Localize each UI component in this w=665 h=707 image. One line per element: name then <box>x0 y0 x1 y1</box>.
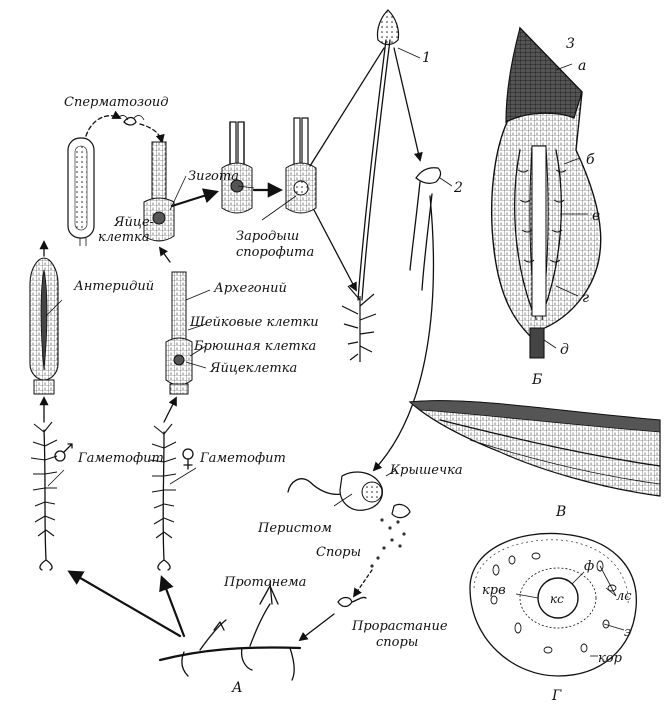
male-symbol-icon <box>54 443 73 462</box>
zygote-archegonium-drawing <box>221 121 253 214</box>
arrow-sporophyte-to-capsule <box>393 47 423 162</box>
label-gametophyte-female: Гаметофит <box>199 451 286 466</box>
capsule-label-g: г <box>582 290 589 306</box>
capsule-label-d: д <box>560 342 569 358</box>
label-ventral-cell: Брюшная клетка <box>193 339 316 354</box>
label-lid: Крышечка <box>389 463 463 478</box>
panel-label-v: В <box>555 504 566 520</box>
stem-label-ks: кс <box>550 592 564 606</box>
tissue-section-drawing <box>408 400 661 497</box>
label-egg-cell-top: Яйце- <box>113 215 154 230</box>
arrow-protonema-to-female <box>159 575 186 638</box>
capsule-with-lid-drawing <box>409 167 442 291</box>
label-protonema: Протонема <box>223 575 306 590</box>
archegonium-with-egg-drawing <box>143 141 175 242</box>
arrow-germination-to-protonema <box>298 613 335 642</box>
label-gametophyte-male: Гаметофит <box>77 451 164 466</box>
label-egg-cell-bottom: клетка <box>98 230 150 245</box>
stem-label-e: э <box>624 625 631 640</box>
label-egg-cell: Яйцеклетка <box>209 361 297 376</box>
capsule-section-drawing <box>490 26 602 359</box>
stem-label-f: ф <box>584 559 594 574</box>
mature-sporophyte-drawing <box>341 9 400 362</box>
stem-cross-section-drawing <box>469 532 637 677</box>
capsule-label-num: 3 <box>566 36 575 52</box>
female-archegonium-drawing <box>165 271 193 395</box>
arrow-protonema-to-male <box>67 570 182 638</box>
label-peristome: Перистом <box>257 521 332 536</box>
label-1: 1 <box>422 50 431 66</box>
label-embryo-bottom: спорофита <box>236 245 314 260</box>
label-germination-bottom: споры <box>376 635 418 650</box>
arrow-female-to-archegonium <box>163 396 177 423</box>
mature-antheridium-drawing <box>67 137 95 246</box>
capsule-label-v: в <box>592 208 600 224</box>
arrow-egg-to-zygote <box>170 188 219 208</box>
label-archegonium: Архегоний <box>213 281 287 296</box>
capsule-label-a: а <box>578 58 586 74</box>
protonema-drawing <box>158 581 302 681</box>
panel-label-g: Г <box>551 688 562 704</box>
label-neck-cells: Шейковые клетки <box>189 315 319 330</box>
label-embryo-top: Зародыш <box>236 229 299 244</box>
panel-label-a: А <box>231 680 243 696</box>
label-zygote: Зигота <box>188 169 239 184</box>
sporophyte-embryo-drawing <box>285 117 317 214</box>
label-spores: Споры <box>316 545 361 560</box>
arrow-archegonium-up <box>158 246 171 263</box>
capsule-label-b: б <box>586 152 595 168</box>
arrow-embryo-to-sporophyte <box>309 47 385 167</box>
male-gametophyte-drawing <box>30 421 58 571</box>
label-2: 2 <box>453 180 463 196</box>
arrow-embryo-down <box>313 209 357 292</box>
female-symbol-icon <box>182 448 194 470</box>
arrow-capsule-to-spore-release <box>372 195 435 472</box>
stem-label-ls: лс <box>616 589 632 604</box>
germinating-spore-drawing <box>337 596 367 608</box>
stem-label-krv: крв <box>482 583 506 598</box>
arrow-spermatozoid-to-archegonium <box>139 123 165 144</box>
panel-label-b: Б <box>531 372 542 388</box>
stem-label-kor: кор <box>598 651 623 666</box>
male-antheridium-cluster-drawing <box>29 257 59 395</box>
arrow-spores-to-germination <box>352 569 373 598</box>
label-antheridium: Антеридий <box>73 279 154 294</box>
open-capsule-drawing <box>287 471 411 568</box>
label-germination-top: Прорастание <box>351 619 448 634</box>
arrow-antheridium-to-spermatozoid <box>85 110 122 137</box>
female-gametophyte-drawing <box>149 423 177 571</box>
label-spermatozoid: Сперматозоид <box>64 95 169 110</box>
